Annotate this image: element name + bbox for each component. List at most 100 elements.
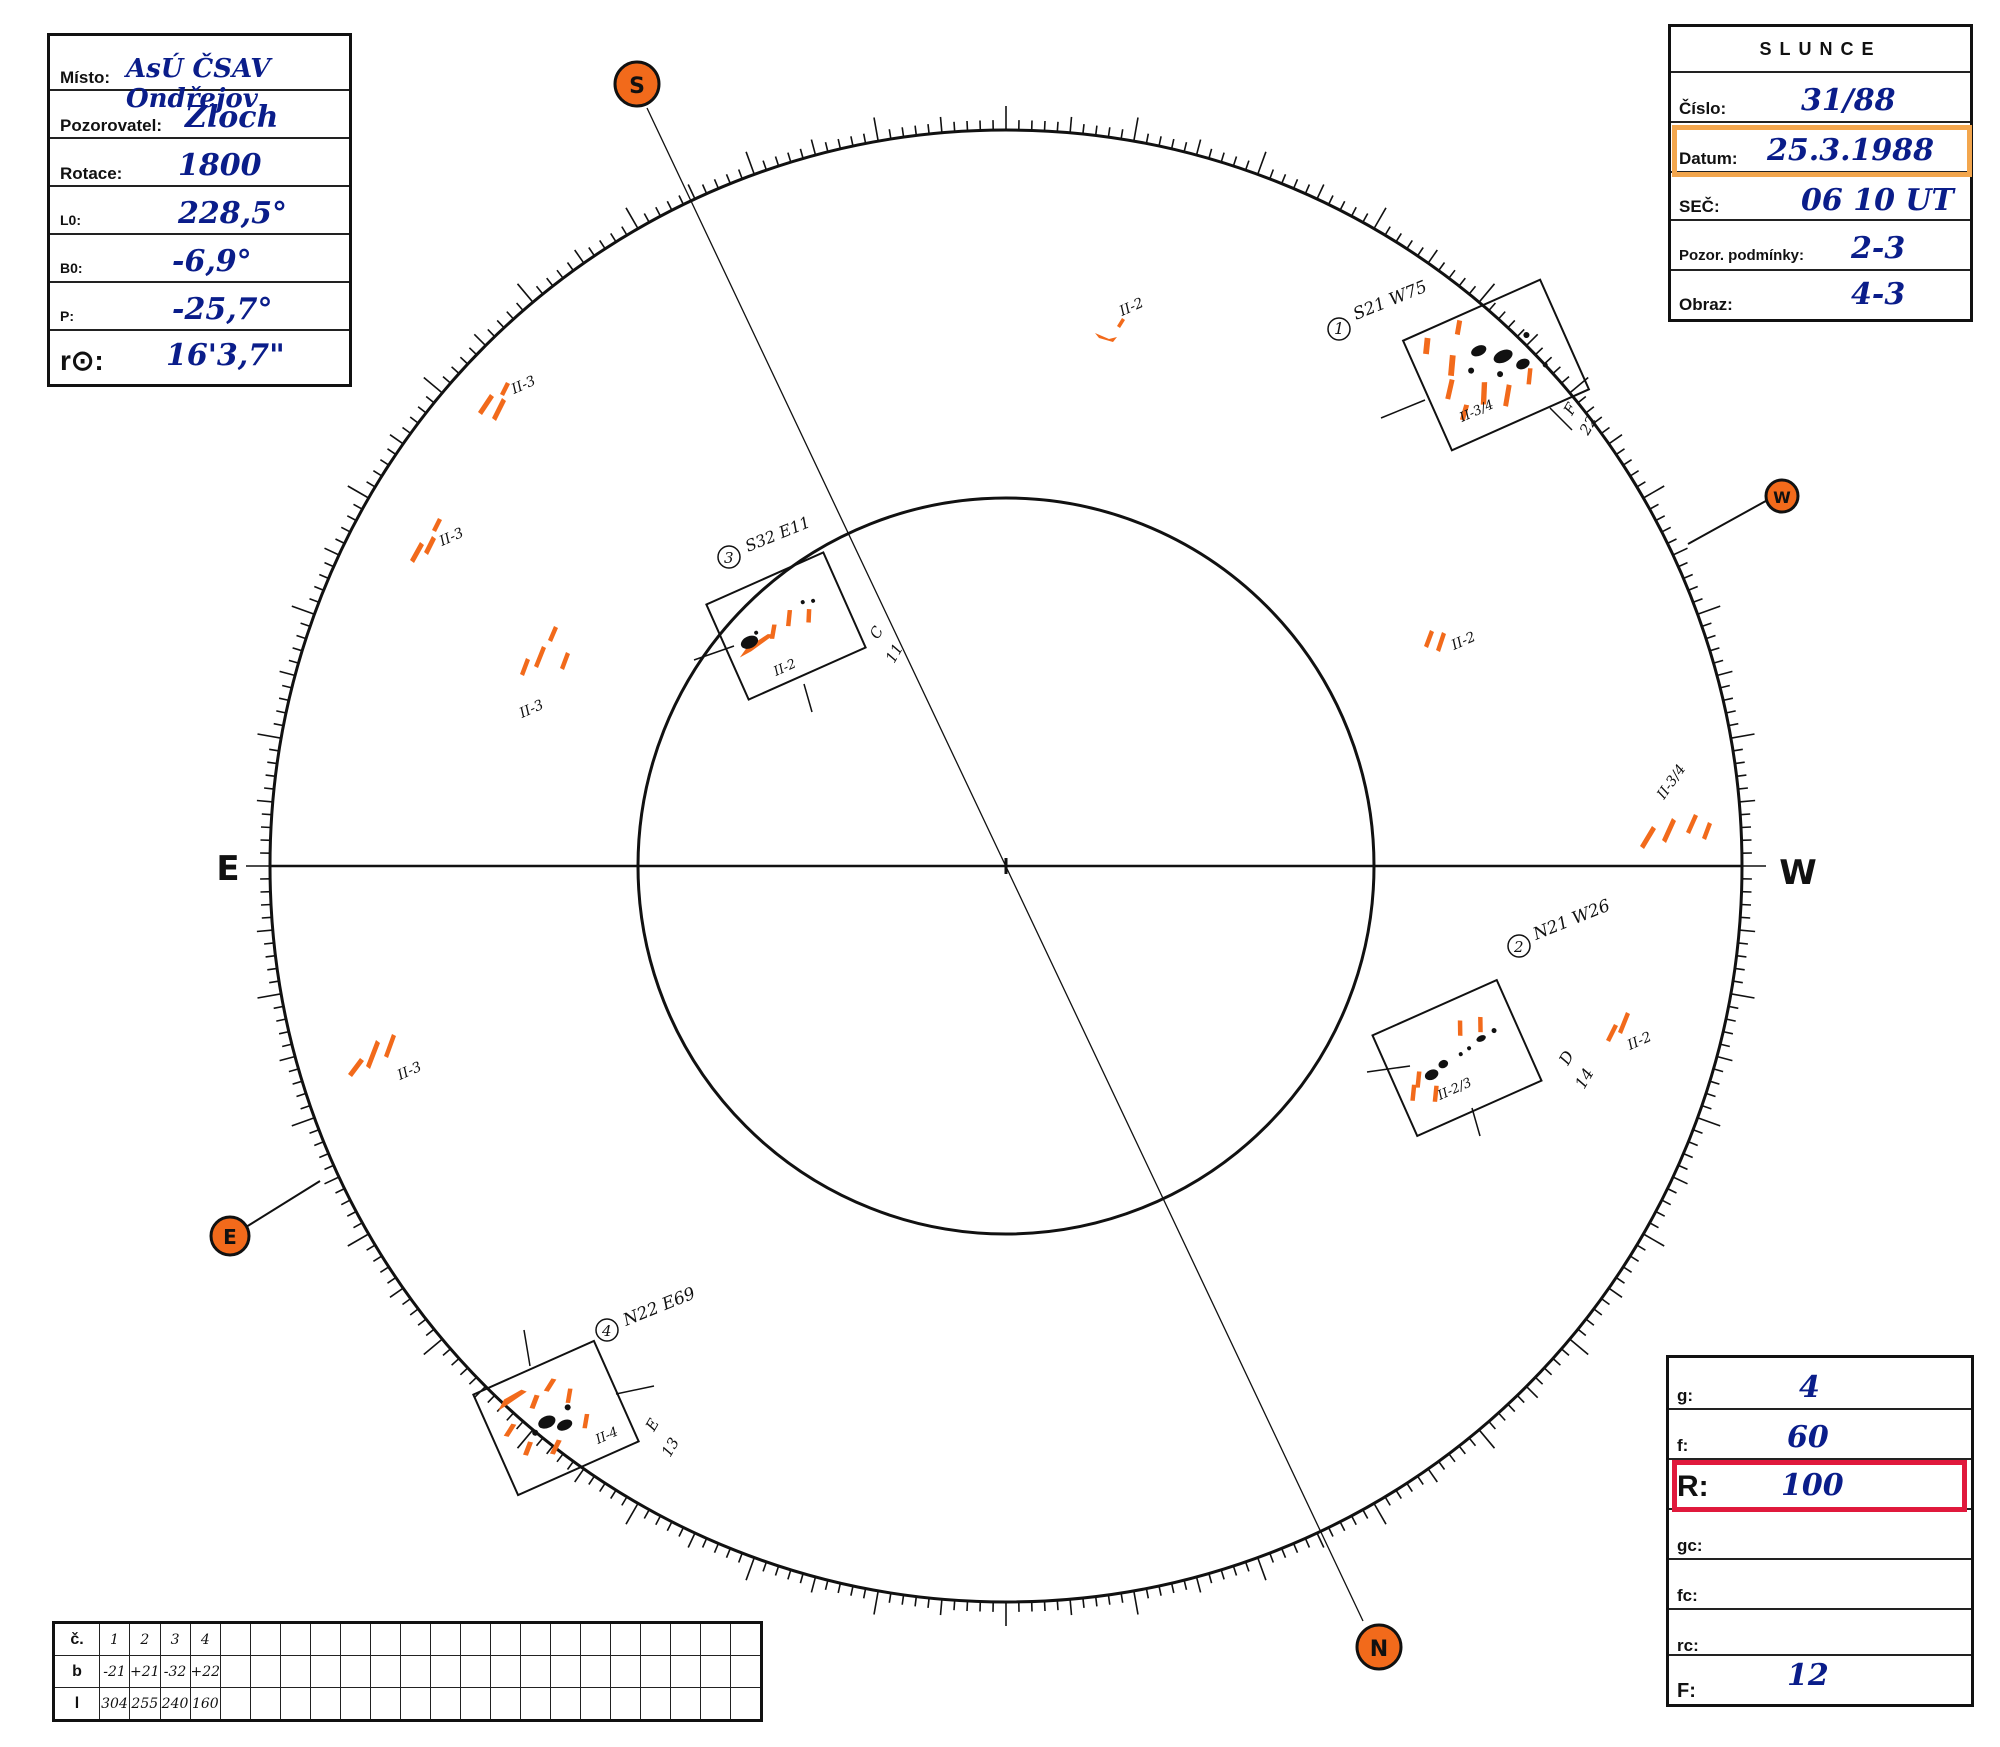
limb-tick — [1608, 1287, 1623, 1298]
limb-tick — [1256, 1557, 1267, 1581]
limb-tick — [1280, 173, 1287, 184]
limb-tick — [313, 1140, 324, 1147]
group-4-class: II-4 — [593, 1425, 621, 1448]
limb-tick — [1585, 406, 1595, 414]
limb-tick — [655, 1515, 662, 1526]
limb-tick — [939, 1599, 943, 1616]
limb-tick — [1697, 605, 1721, 616]
group-table-cell — [280, 1687, 312, 1721]
F-value: 12 — [1787, 1658, 1829, 1693]
limb-tick — [1683, 1152, 1694, 1159]
limb-tick — [1734, 967, 1745, 971]
limb-tick — [1615, 448, 1625, 456]
limb-tick — [1316, 1532, 1325, 1548]
limb-tick — [546, 277, 554, 287]
limb-tick — [379, 459, 390, 466]
limb-tick — [914, 125, 918, 136]
limb-tick — [417, 1318, 427, 1326]
facula-6-label: II-3/4 — [1654, 762, 1690, 803]
limb-tick — [1448, 269, 1456, 279]
limb-tick — [1643, 485, 1665, 499]
limb-tick — [701, 184, 708, 194]
group-1-num: 1 — [1334, 319, 1344, 338]
limb-tick — [261, 813, 272, 816]
limb-tick — [1373, 207, 1387, 229]
limb-tick — [1516, 1394, 1525, 1404]
limb-tick — [1667, 1187, 1677, 1194]
limb-tick — [1543, 1367, 1553, 1376]
limb-tick — [1560, 375, 1570, 384]
limb-tick — [1516, 328, 1525, 338]
limb-tick — [824, 1579, 829, 1590]
limb-tick — [300, 1104, 311, 1110]
limb-tick — [1705, 634, 1716, 640]
group-table-cell — [610, 1687, 642, 1721]
limb-tick — [1220, 1569, 1225, 1580]
limb-tick — [1593, 1308, 1603, 1316]
limb-tick — [1339, 1521, 1346, 1532]
group-table-cell — [340, 1655, 372, 1688]
limb-tick — [468, 347, 478, 356]
limb-tick — [1069, 1599, 1073, 1616]
limb-tick — [1437, 262, 1446, 272]
limb-tick — [725, 1548, 732, 1559]
limb-tick — [1232, 156, 1238, 167]
limb-tick — [588, 247, 596, 257]
group-table-cell — [370, 1655, 402, 1688]
limb-tick — [279, 1055, 296, 1062]
limb-tick — [487, 1394, 496, 1404]
group-table-cell — [550, 1655, 582, 1688]
limb-tick — [442, 375, 452, 384]
limb-tick — [1534, 1376, 1544, 1385]
limb-tick — [862, 133, 867, 144]
limb-tick — [347, 1233, 369, 1247]
limb-tick — [1661, 526, 1672, 533]
group-table-cell — [640, 1687, 672, 1721]
slunce-title: SLUNCE — [1759, 39, 1882, 59]
group-table-cell — [550, 1687, 582, 1721]
compass-e-marker: E — [209, 1215, 251, 1257]
limb-tick — [1649, 503, 1659, 510]
limb-tick — [1107, 127, 1111, 138]
limb-tick — [762, 1561, 768, 1572]
limb-tick — [1740, 903, 1752, 906]
group-table-cell — [670, 1622, 702, 1656]
limb-tick — [278, 697, 290, 702]
observation-info-box: Místo: AsÚ ČSAV Ondřejov Pozorovatel: Zl… — [47, 33, 352, 387]
group-table-cell: 255 — [129, 1687, 161, 1721]
group-table-cell: 160 — [189, 1687, 222, 1721]
group-table-cell — [310, 1655, 342, 1688]
limb-tick — [451, 366, 460, 375]
limb-tick — [291, 605, 315, 616]
limb-tick — [291, 1116, 315, 1127]
limb-tick — [516, 1429, 534, 1449]
limb-tick — [824, 142, 829, 153]
limb-tick — [666, 200, 673, 211]
limb-tick — [888, 1592, 892, 1603]
group-table-cell — [580, 1622, 612, 1656]
group-table-cell — [580, 1655, 612, 1688]
f-label: f: — [1677, 1436, 1689, 1455]
group-table-cell — [640, 1655, 672, 1688]
limb-tick — [260, 903, 272, 906]
limb-tick — [300, 622, 311, 628]
limb-tick — [1629, 1255, 1640, 1262]
limb-tick — [276, 710, 287, 714]
ns-axis — [646, 107, 1364, 1622]
group-2-num: 2 — [1513, 938, 1524, 956]
group-1-pos: S21 W75 — [1350, 277, 1430, 325]
limb-tick — [1145, 1588, 1150, 1599]
facula-4: II-3 — [516, 626, 570, 722]
facula-5-label: II-2 — [1448, 629, 1478, 654]
limb-tick — [1740, 916, 1751, 919]
limb-tick — [1395, 232, 1402, 243]
F-label: F: — [1677, 1680, 1696, 1702]
group-table-cell — [460, 1655, 492, 1688]
limb-tick — [556, 269, 564, 279]
group-table-cell: 4 — [189, 1622, 222, 1656]
gc-label: gc: — [1677, 1536, 1703, 1555]
limb-tick — [1406, 1482, 1413, 1493]
limb-tick — [1736, 954, 1747, 958]
